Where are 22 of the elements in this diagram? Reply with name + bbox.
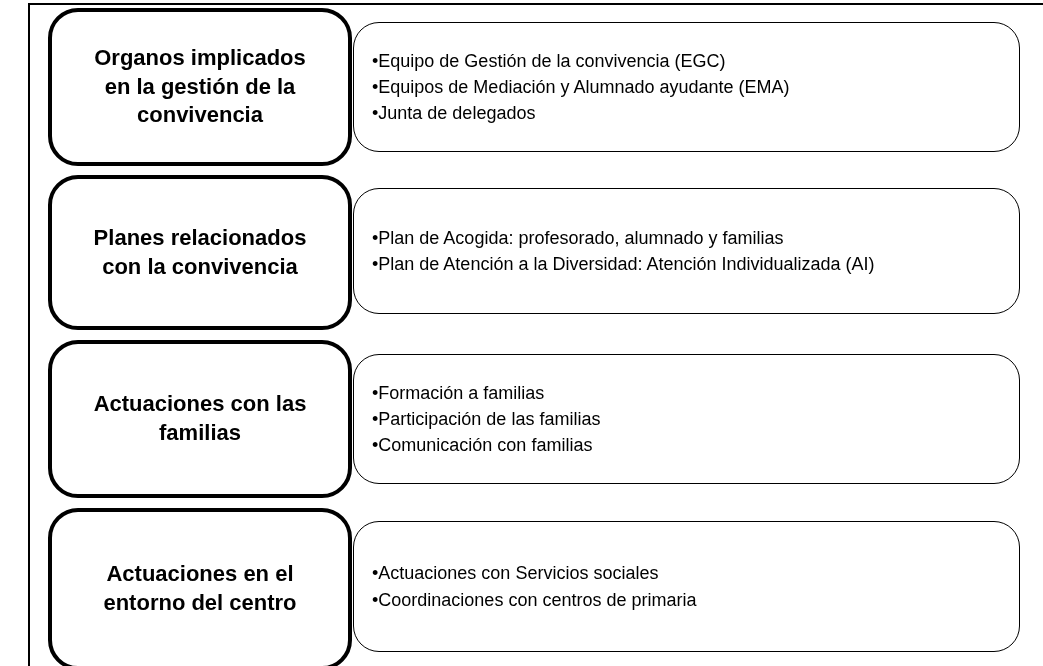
list-box (353, 521, 1020, 652)
list-item: •Coordinaciones con centros de primaria (372, 588, 698, 612)
list-item: •Equipo de Gestión de la convivencia (EGC) (372, 49, 727, 73)
category-box (48, 175, 352, 330)
category-title: Actuaciones en el entorno del centro (102, 560, 298, 617)
list-item: •Junta de delegados (372, 102, 537, 126)
list-item: •Comunicación con familias (372, 434, 594, 458)
category-title: Organos implicados en la gestión de la convivencia (93, 44, 307, 130)
list-item: •Equipos de Mediación y Alumnado ayudante (EMA) (372, 75, 791, 99)
list-box (353, 22, 1020, 152)
category-title: Actuaciones con las familias (92, 390, 308, 447)
list-item: •Participación de las familias (372, 407, 602, 431)
list-box (353, 354, 1020, 484)
category-box (48, 8, 352, 166)
category-title: Planes relacionados con la convivencia (92, 223, 308, 281)
category-box (48, 340, 352, 498)
list-item: •Formación a familias (372, 381, 546, 405)
list-item: •Plan de Acogida: profesorado, alumnado y familias (372, 226, 785, 250)
list-item: •Actuaciones con Servicios sociales (372, 562, 660, 586)
category-box (48, 508, 352, 666)
list-box (353, 188, 1020, 314)
list-item: •Plan de Atención a la Diversidad: Atención Individualizada (AI) (372, 253, 876, 276)
